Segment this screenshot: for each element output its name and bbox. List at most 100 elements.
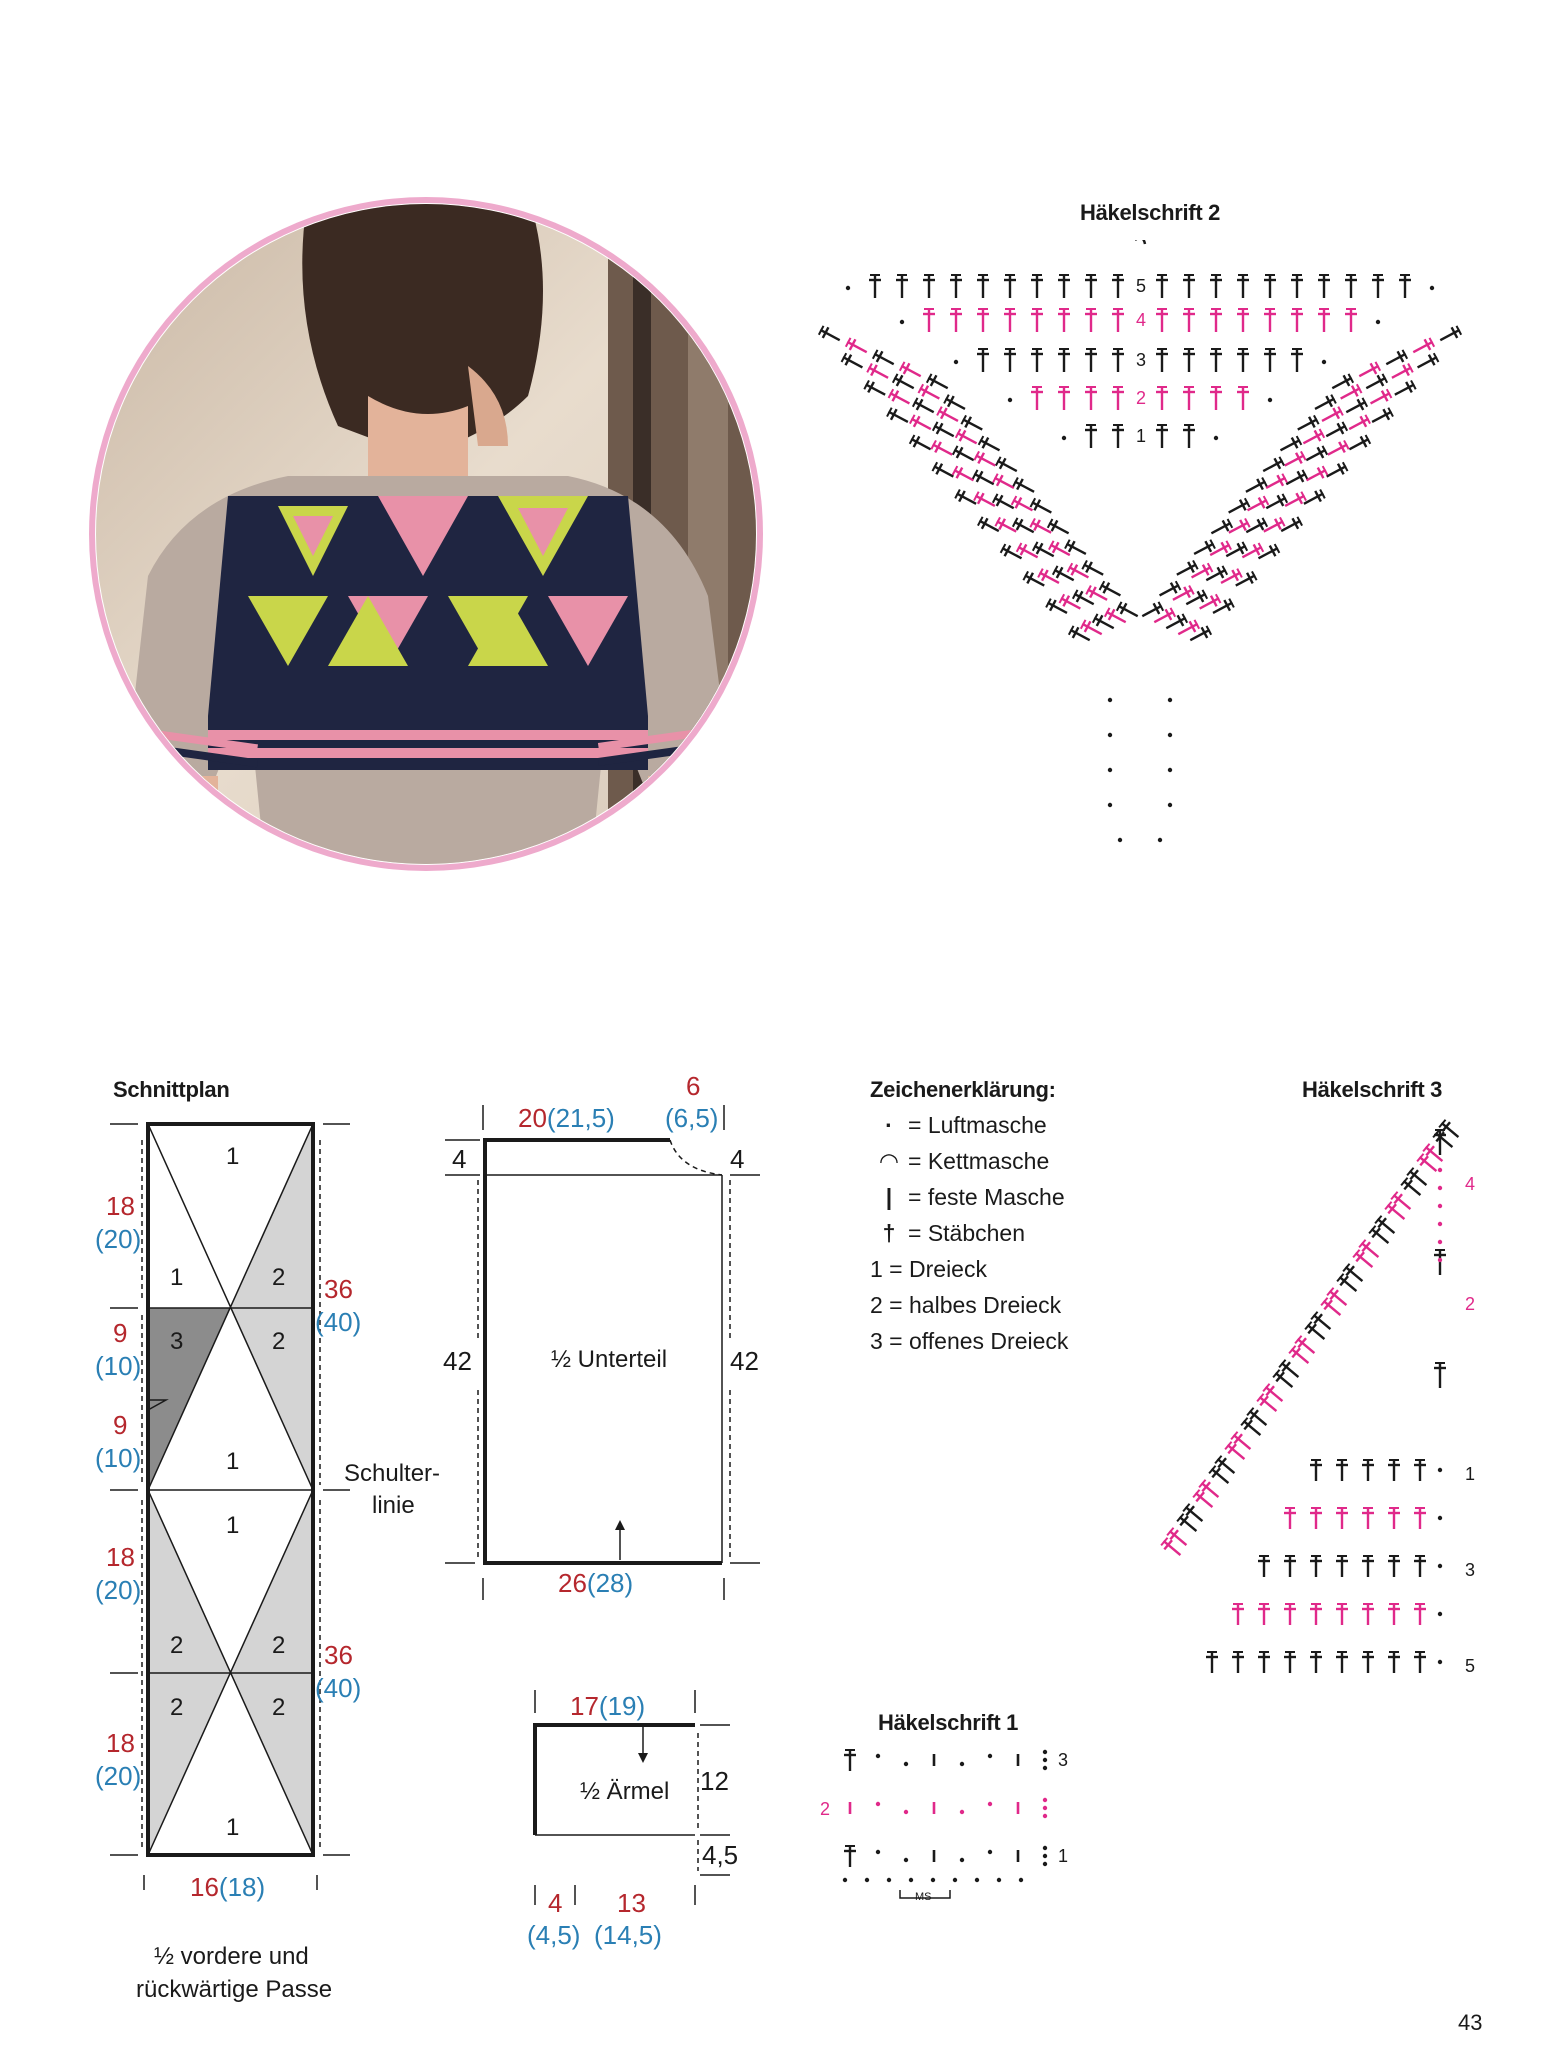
chain-stitch-icon (842, 1877, 848, 1883)
double-crochet-icon (1224, 1441, 1246, 1460)
aermel-bottom-right: (14,5) (594, 1920, 662, 1950)
double-crochet-icon (1326, 1287, 1348, 1306)
legend-text: = Kettmasche (908, 1148, 1050, 1174)
double-crochet-icon (1256, 1393, 1278, 1412)
dim-red: 18 (106, 1728, 135, 1758)
double-crochet-icon (1314, 394, 1337, 410)
double-crochet-icon (1058, 274, 1070, 298)
chain-stitch-icon (1042, 1757, 1048, 1763)
double-crochet-icon (1031, 274, 1043, 298)
chain-stitch-icon (1437, 1659, 1443, 1665)
aermel-diagram (520, 1685, 760, 1907)
chain-stitch-icon (1042, 1797, 1048, 1803)
double-crochet-icon (977, 274, 989, 298)
chain-stitch-icon (1018, 1877, 1024, 1883)
aermel-label: ½ Ärmel (580, 1778, 670, 1805)
chain-stitch-icon (987, 1801, 993, 1807)
double-crochet-icon (1348, 414, 1371, 431)
chain-stitch-icon (1437, 1611, 1443, 1617)
dim-blue: (40) (315, 1673, 362, 1703)
double-crochet-icon (1331, 373, 1355, 390)
repeat-bracket (899, 1890, 951, 1899)
double-crochet-icon (971, 469, 995, 486)
double-crochet-icon (1246, 495, 1270, 512)
double-crochet-icon (1388, 1603, 1400, 1625)
double-crochet-icon (1394, 379, 1417, 396)
double-crochet-icon (898, 361, 922, 378)
chain-stitch-icon (864, 1877, 870, 1883)
double-crochet-icon (1264, 348, 1276, 372)
double-crochet-icon (1210, 308, 1222, 332)
passe-cell: 1 (226, 1814, 240, 1841)
double-crochet-icon (1210, 274, 1222, 298)
row-number: 1 (1465, 1464, 1475, 1484)
double-crochet-icon (973, 450, 996, 467)
chart1-title: Häkelschrift 1 (878, 1710, 1019, 1735)
passe-caption: rückwärtige Passe (136, 1976, 333, 2003)
double-crochet-icon (1422, 1143, 1444, 1162)
double-crochet-icon (1262, 1383, 1284, 1402)
chain-stitch-icon (1042, 1861, 1048, 1867)
double-crochet-icon (1434, 1362, 1446, 1388)
double-crochet-icon (817, 325, 841, 342)
double-crochet-icon (960, 414, 983, 431)
double-crochet-icon (1091, 613, 1115, 630)
chart3-title: Häkelschrift 3 (1302, 1077, 1443, 1102)
page-number: 43 (1458, 2010, 1483, 2035)
double-crochet-icon (1321, 406, 1344, 422)
double-crochet-icon (917, 383, 940, 400)
double-crochet-icon (977, 308, 989, 332)
chain-stitch-icon (1437, 1515, 1443, 1521)
double-crochet-icon (1029, 497, 1052, 514)
double-crochet-icon (1310, 1507, 1322, 1529)
double-crochet-icon (1325, 421, 1349, 438)
double-crochet-icon (1172, 585, 1195, 601)
chain-stitch-icon (987, 1753, 993, 1759)
double-crochet-icon (923, 308, 935, 332)
double-crochet-icon (1348, 434, 1372, 451)
unterteil-diagram (440, 1100, 770, 1605)
double-crochet-icon (1291, 308, 1303, 332)
chain-stitch-icon (899, 319, 905, 325)
double-crochet-icon (1098, 580, 1122, 597)
double-crochet-icon (1220, 568, 1243, 584)
double-crochet-icon (1165, 613, 1189, 630)
double-crochet-icon (1400, 1177, 1422, 1196)
double-crochet-icon (1010, 495, 1034, 512)
unterteil-right-height: 42 (730, 1346, 759, 1376)
double-crochet-icon (1085, 585, 1108, 601)
dim-blue: (21,5) (546, 1103, 615, 1133)
passe-cell: 2 (170, 1632, 184, 1659)
dim-red: 18 (106, 1542, 135, 1572)
passe-cell: 1 (226, 1143, 240, 1170)
double-crochet-icon (1112, 348, 1124, 372)
unterteil-right-top: 4 (730, 1144, 745, 1174)
double-crochet-icon (1345, 397, 1369, 414)
double-crochet-icon (1067, 625, 1091, 642)
double-crochet-icon (1297, 414, 1320, 431)
double-crochet-icon (1369, 388, 1393, 405)
double-crochet-icon (844, 1749, 856, 1771)
double-crochet-icon (923, 274, 935, 298)
legend-text: = Luftmasche (908, 1112, 1047, 1138)
double-crochet-icon (1031, 541, 1055, 558)
double-crochet-icon (1336, 1651, 1348, 1673)
double-crochet-icon (1183, 274, 1195, 298)
double-crochet-icon (1385, 349, 1409, 366)
slip-stitch-icon: ◠ (880, 1148, 898, 1174)
double-crochet-icon (931, 461, 954, 478)
double-crochet-icon (1183, 348, 1195, 372)
passe-cell: 3 (170, 1328, 184, 1355)
chain-stitch-icon (875, 1801, 881, 1807)
chain-stitch-icon (1117, 837, 1123, 843)
shoulder-label: linie (372, 1492, 415, 1519)
double-crochet-icon (1362, 1459, 1374, 1481)
double-crochet-icon (1232, 1603, 1244, 1625)
double-crochet-icon (1414, 1603, 1426, 1625)
row-number: 5 (1136, 276, 1146, 296)
chain-stitch-icon (1213, 435, 1219, 441)
double-crochet-icon (1336, 1603, 1348, 1625)
chain-stitch-icon (952, 1877, 958, 1883)
double-crochet-icon (1115, 601, 1139, 618)
